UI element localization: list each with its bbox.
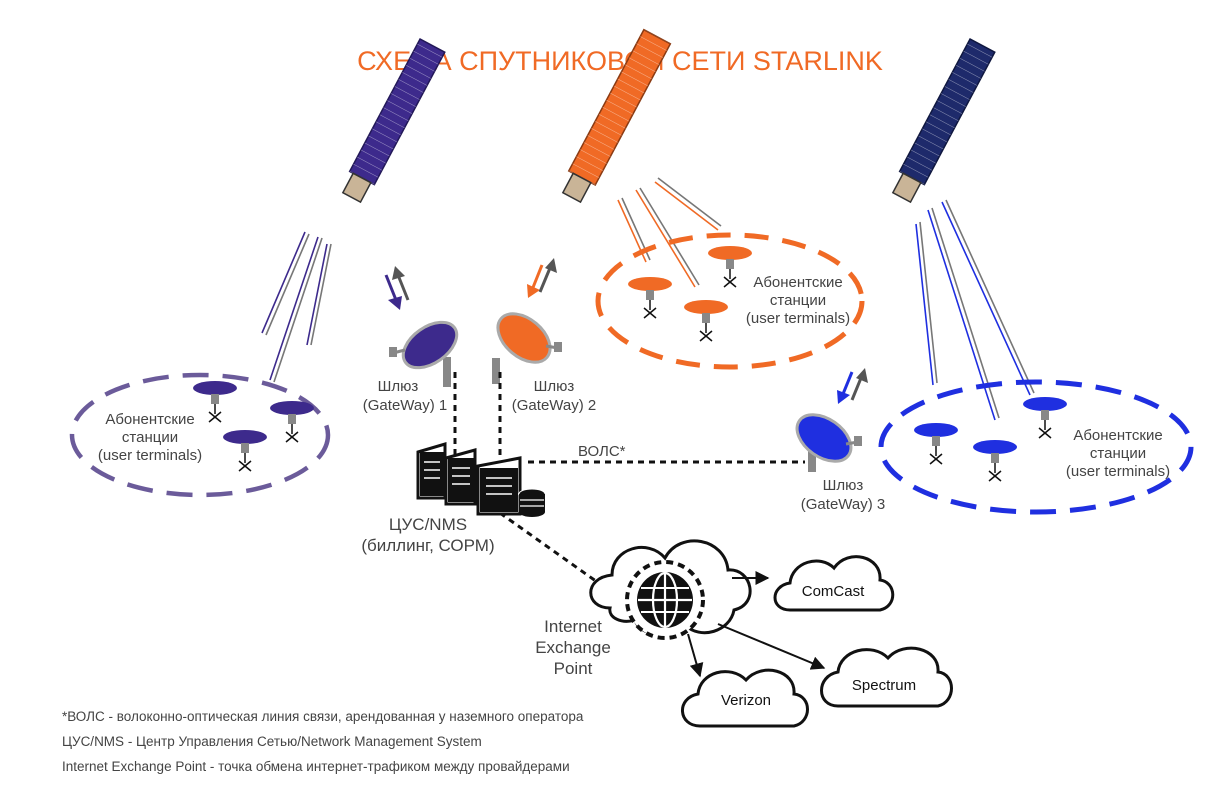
user-terminal-icon	[193, 381, 237, 423]
footnote-2: ЦУС/NMS - Центр Управления Сетью/Network…	[62, 734, 482, 749]
globe-icon	[625, 560, 705, 640]
gateway-1-label-line1: Шлюз	[378, 378, 419, 395]
terminals-label-line1: Абонентские	[753, 274, 842, 291]
user-terminal-icon	[223, 430, 267, 472]
user-terminal-icon	[270, 401, 314, 443]
satellite-navy	[891, 37, 996, 204]
fiber-links	[453, 372, 805, 586]
user-terminal-icon	[973, 440, 1017, 482]
terminals-label-line3: (user terminals)	[98, 447, 202, 464]
terminal-group-orange: Абонентские станции (user terminals)	[595, 232, 865, 370]
provider-cloud-spectrum: Spectrum	[820, 646, 953, 708]
provider-name-spectrum: Spectrum	[852, 677, 916, 694]
user-terminal-icon	[708, 246, 752, 288]
gateway-3-label-line1: Шлюз	[823, 477, 864, 494]
terminal-group-purple: Абонентские станции (user terminals)	[69, 372, 331, 498]
gateway-2-label-line1: Шлюз	[534, 378, 575, 395]
nms-server-icon	[416, 441, 546, 517]
terminals-label-line3: (user terminals)	[1066, 463, 1170, 480]
terminals-label-line1: Абонентские	[105, 411, 194, 428]
provider-name-comcast: ComCast	[802, 583, 865, 600]
ixp-label-line1: Internet	[544, 617, 602, 636]
gateway-2-arrows	[527, 258, 557, 298]
terminals-label-line1: Абонентские	[1073, 427, 1162, 444]
terminals-label-line2: станции	[1090, 445, 1146, 462]
user-terminal-icon	[1023, 397, 1067, 439]
terminals-label-line2: станции	[770, 292, 826, 309]
gateway-2-dish-icon	[492, 312, 562, 384]
terminal-group-blue: Абонентские станции (user terminals)	[878, 379, 1194, 515]
nms-label-line1: ЦУС/NMS	[389, 515, 467, 534]
provider-name-verizon: Verizon	[721, 692, 771, 709]
fiber-label: ВОЛС*	[578, 443, 626, 460]
terminals-label-line3: (user terminals)	[746, 310, 850, 327]
provider-cloud-verizon: Verizon	[681, 668, 809, 728]
gateway-3-arrows	[837, 368, 868, 404]
gateway-2-label-line2: (GateWay) 2	[512, 397, 596, 414]
ixp-label-line2: Exchange	[535, 638, 611, 657]
user-terminal-icon	[914, 423, 958, 465]
gateway-1-dish-icon	[389, 320, 459, 387]
provider-cloud-comcast: ComCast	[773, 555, 895, 612]
ixp-label-line3: Point	[554, 659, 593, 678]
satellite-purple	[341, 37, 446, 204]
gateway-3-label-line2: (GateWay) 3	[801, 496, 885, 513]
user-terminal-icon	[628, 277, 672, 319]
gateway-1-arrows	[384, 266, 410, 310]
gateway-1-label-line2: (GateWay) 1	[363, 397, 447, 414]
gateway-3-dish-icon	[795, 413, 862, 472]
ixp-to-provider-arrows	[687, 571, 826, 678]
nms-label-line2: (биллинг, СОРМ)	[361, 536, 494, 555]
user-terminal-icon	[684, 300, 728, 342]
diagram-title: СХЕМА СПУТНИКОВОЙ СЕТИ STARLINK	[357, 45, 883, 76]
terminals-label-line2: станции	[122, 429, 178, 446]
beams-blue	[915, 199, 1035, 421]
beams-purple	[261, 231, 332, 383]
footnote-3: Internet Exchange Point - точка обмена и…	[62, 759, 570, 774]
footnote-1: *ВОЛС - волоконно-оптическая линия связи…	[62, 709, 584, 724]
satellite-orange	[561, 28, 672, 204]
beams-orange	[617, 177, 722, 288]
